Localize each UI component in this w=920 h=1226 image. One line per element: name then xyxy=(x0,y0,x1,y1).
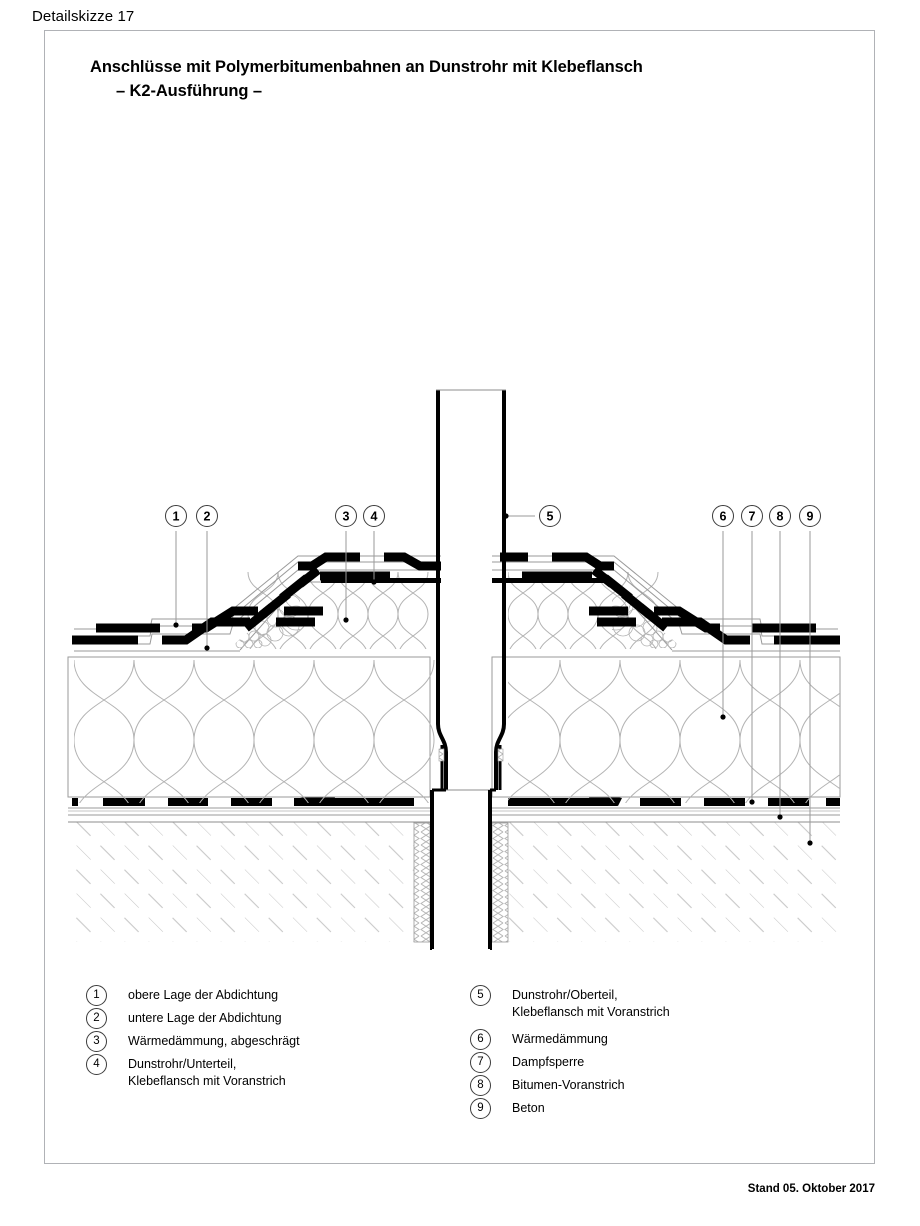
title-block: Anschlüsse mit Polymerbitumenbahnen an D… xyxy=(90,55,830,103)
legend-item-1: 1 obere Lage der Abdichtung xyxy=(86,985,278,1006)
legend-bullet-2: 2 xyxy=(86,1008,107,1029)
legend-label-2: untere Lage der Abdichtung xyxy=(128,1011,282,1025)
legend-bullet-1: 1 xyxy=(86,985,107,1006)
legend-label-8: Bitumen-Voranstrich xyxy=(512,1078,625,1092)
legend-bullet-7: 7 xyxy=(470,1052,491,1073)
legend-label-3: Wärmedämmung, abgeschrägt xyxy=(128,1034,300,1048)
legend-item-6: 6 Wärmedämmung xyxy=(470,1029,608,1050)
legend-label-5: Dunstrohr/Oberteil, Klebeflansch mit Vor… xyxy=(512,988,670,1019)
legend-item-8: 8 Bitumen-Voranstrich xyxy=(470,1075,625,1096)
title-line-2: – K2-Ausführung – xyxy=(116,82,262,100)
legend-label-6: Wärmedämmung xyxy=(512,1032,608,1046)
legend-label-4: Dunstrohr/Unterteil, Klebeflansch mit Vo… xyxy=(128,1057,286,1088)
legend-item-9: 9 Beton xyxy=(470,1098,545,1119)
revision-date: Stand 05. Oktober 2017 xyxy=(747,1183,875,1195)
legend-bullet-9: 9 xyxy=(470,1098,491,1119)
sheet-label: Detailskizze 17 xyxy=(32,8,135,25)
legend-label-9: Beton xyxy=(512,1101,545,1115)
legend-item-7: 7 Dampfsperre xyxy=(470,1052,584,1073)
legend-bullet-4: 4 xyxy=(86,1054,107,1075)
legend-bullet-6: 6 xyxy=(470,1029,491,1050)
legend-item-3: 3 Wärmedämmung, abgeschrägt xyxy=(86,1031,300,1052)
legend-label-7: Dampfsperre xyxy=(512,1055,585,1069)
legend-item-4: 4 Dunstrohr/Unterteil, Klebeflansch mit V… xyxy=(86,1054,286,1089)
legend-bullet-5: 5 xyxy=(470,985,491,1006)
title-line-1: Anschlüsse mit Polymerbitumenbahnen an D… xyxy=(90,58,643,76)
legend-item-5: 5 Dunstrohr/Oberteil, Klebeflansch mit Vo… xyxy=(470,985,670,1020)
legend-label-1: obere Lage der Abdichtung xyxy=(128,988,279,1002)
legend-bullet-8: 8 xyxy=(470,1075,491,1096)
legend-bullet-3: 3 xyxy=(86,1031,107,1052)
legend-item-2: 2 untere Lage der Abdichtung xyxy=(86,1008,282,1029)
